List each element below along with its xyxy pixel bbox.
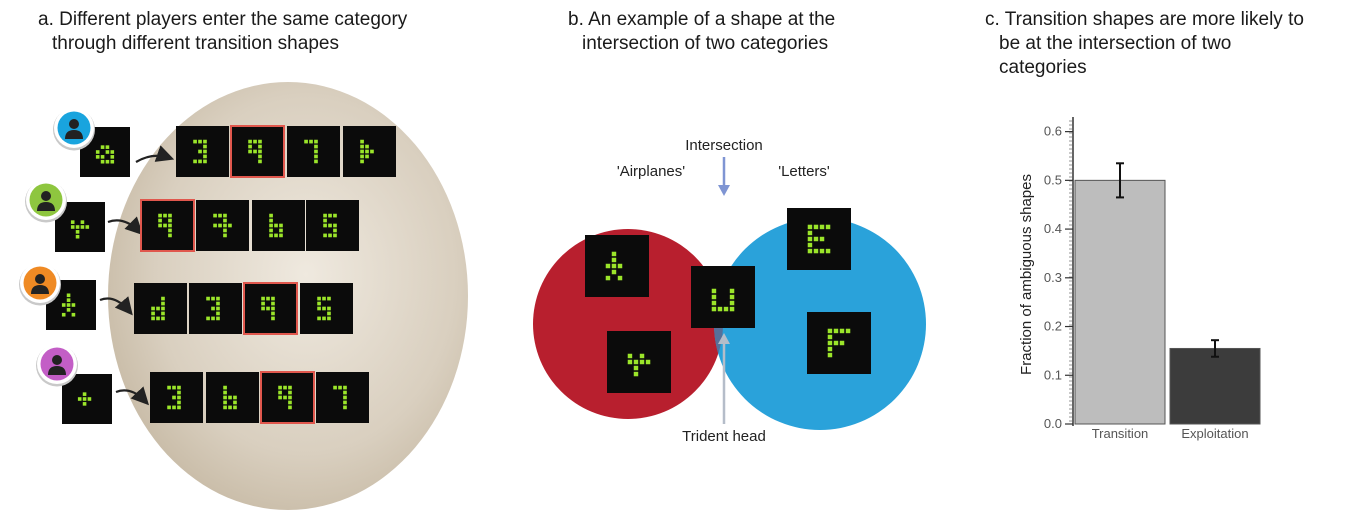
panel-b-title-line2: intersection of two categories bbox=[582, 33, 829, 54]
panel-a-title: a. Different players enter the same cate… bbox=[38, 8, 407, 56]
shape-tile bbox=[196, 200, 249, 251]
panel-b-title: b. An example of a shape at the intersec… bbox=[568, 8, 835, 56]
shape-tile bbox=[134, 283, 187, 334]
y-tick-label: 0.4 bbox=[1044, 221, 1062, 236]
panel-c-title-line1: c. Transition shapes are more likely to bbox=[985, 9, 1304, 30]
player-avatar-icon bbox=[25, 180, 67, 223]
letter-shape-tile bbox=[807, 312, 871, 374]
player-avatar-icon bbox=[36, 344, 78, 387]
letters-label: 'Letters' bbox=[778, 163, 830, 180]
intersection-arrow-head bbox=[718, 185, 730, 196]
transition-shape-tile bbox=[140, 199, 195, 252]
bar-transition bbox=[1074, 179, 1166, 425]
shape-tile bbox=[306, 200, 359, 251]
x-category-label: Exploitation bbox=[1181, 426, 1248, 441]
airplanes-circle bbox=[533, 229, 723, 419]
y-tick-label: 0.5 bbox=[1044, 172, 1062, 187]
transition-shape-tile bbox=[260, 371, 315, 424]
shape-tile bbox=[287, 126, 340, 177]
transition-arrow bbox=[107, 216, 144, 236]
intersection-label: Intersection bbox=[685, 137, 763, 154]
trident-head-label: Trident head bbox=[682, 428, 766, 445]
shape-tile bbox=[206, 372, 259, 423]
airplanes-label: 'Airplanes' bbox=[617, 163, 685, 180]
shape-tile bbox=[189, 283, 242, 334]
panel-c-title: c. Transition shapes are more likely to … bbox=[985, 8, 1304, 80]
x-category-label: Transition bbox=[1092, 426, 1149, 441]
transition-shape-tile bbox=[230, 125, 285, 178]
y-axis-label: Fraction of ambiguous shapes bbox=[1018, 174, 1035, 375]
shape-tile bbox=[300, 283, 353, 334]
panel-c-title-line3: categories bbox=[999, 57, 1087, 78]
start-shape-tile bbox=[62, 374, 112, 424]
panel-a-title-line1: a. Different players enter the same cate… bbox=[38, 9, 408, 30]
error-bar bbox=[1211, 339, 1219, 358]
player-avatar-icon bbox=[19, 263, 61, 306]
shape-tile bbox=[343, 126, 396, 177]
trident-head-tile bbox=[691, 266, 755, 328]
transition-arrow bbox=[135, 145, 175, 163]
y-tick-label: 0.2 bbox=[1044, 319, 1062, 334]
player-avatar-icon bbox=[53, 108, 95, 151]
y-tick-label: 0.1 bbox=[1044, 367, 1062, 382]
player-rows bbox=[19, 108, 396, 424]
transition-arrow bbox=[115, 386, 150, 406]
y-tick-label: 0.6 bbox=[1044, 124, 1062, 139]
y-tick-label: 0.3 bbox=[1044, 270, 1062, 285]
shape-tile bbox=[150, 372, 203, 423]
panel-b-title-line1: b. An example of a shape at the bbox=[568, 9, 836, 30]
letter-shape-tile bbox=[787, 208, 851, 270]
transition-shape-tile bbox=[243, 282, 298, 335]
y-tick-label: 0.0 bbox=[1044, 416, 1062, 431]
bar-exploitation bbox=[1169, 347, 1261, 425]
venn-shapes bbox=[585, 208, 871, 393]
transition-arrow bbox=[99, 296, 133, 316]
shape-tile bbox=[252, 200, 305, 251]
panel-a-title-line2: through different transition shapes bbox=[52, 33, 339, 54]
airplane-shape-tile bbox=[585, 235, 649, 297]
panel-c-title-line2: be at the intersection of two bbox=[999, 33, 1232, 54]
error-bar bbox=[1116, 162, 1124, 199]
shape-tile bbox=[176, 126, 229, 177]
trident-arrow-head bbox=[718, 333, 730, 344]
airplane-shape-tile bbox=[607, 331, 671, 393]
shape-tile bbox=[316, 372, 369, 423]
